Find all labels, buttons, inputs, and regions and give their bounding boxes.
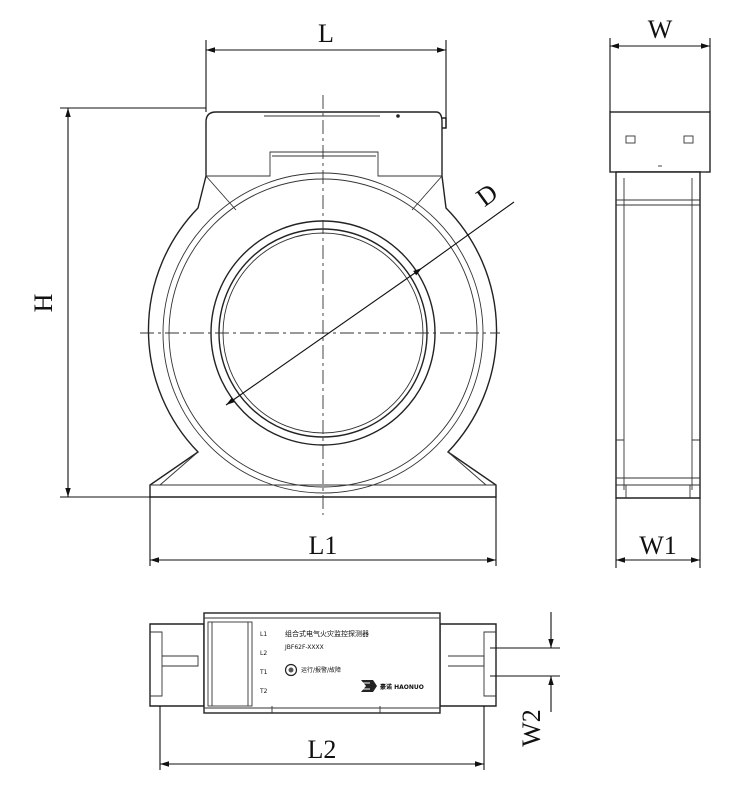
label-h: H (29, 293, 58, 312)
dimension-w: W (609, 15, 711, 112)
logo-text: 豪诺 HAONUO (380, 683, 424, 691)
terminal-t1: T1 (259, 669, 268, 676)
model-number: JBF62F-XXXX (284, 644, 324, 651)
d-dimension-line (225, 267, 423, 406)
dimension-l2: L2 (159, 706, 485, 770)
indicator-label: 运行/报警/故障 (301, 666, 341, 674)
dimension-h: H (29, 107, 206, 498)
label-w: W (648, 15, 673, 44)
front-view (140, 95, 515, 515)
label-l2: L2 (308, 735, 337, 764)
housing-top (203, 612, 441, 714)
dimension-l: L (205, 19, 447, 128)
dimension-w2: W2 (490, 612, 560, 747)
terminal-l2: L2 (260, 650, 267, 657)
front-cap-detail (206, 151, 442, 177)
terminal-l1: L1 (260, 631, 267, 638)
bottom-view: L1 L2 T1 T2 组合式电气火灾监控探测器 JBF62F-XXXX 运行/… (149, 612, 497, 714)
label-w1: W1 (639, 531, 677, 560)
dimension-l1: L1 (149, 497, 497, 566)
front-body-outline (147, 111, 498, 498)
label-w2: W2 (517, 709, 546, 747)
terminal-t2: T2 (259, 688, 268, 695)
dimension-w1: W1 (615, 498, 701, 568)
product-name: 组合式电气火灾监控探测器 (285, 629, 369, 638)
label-l1: L1 (309, 531, 338, 560)
brand-logo: 豪诺 HAONUO (361, 680, 424, 692)
label-d: D (471, 178, 503, 213)
label-l: L (318, 19, 334, 48)
side-view (609, 111, 711, 499)
